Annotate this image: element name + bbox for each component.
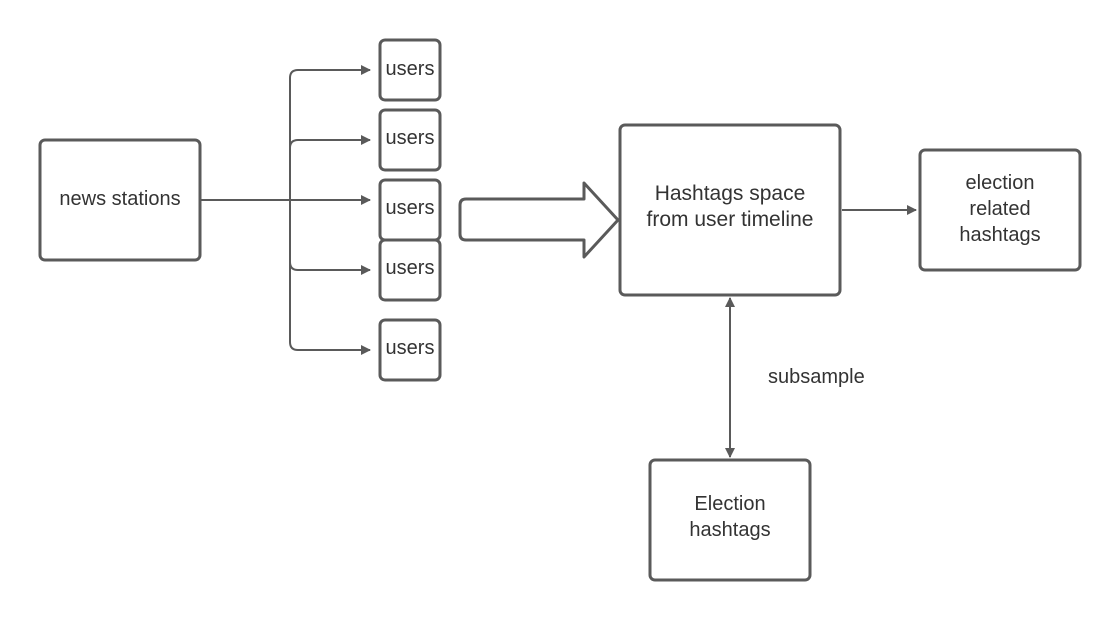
hashtags-space-label-line2: from user timeline: [647, 208, 814, 231]
node-users-3: users: [378, 178, 442, 242]
connector-to-users-2: [289, 135, 371, 200]
connector-to-users-1: [289, 65, 371, 200]
election-related-label-line1: election: [966, 172, 1035, 194]
node-users-4: users: [378, 238, 442, 302]
connector-to-users-4: [289, 200, 371, 275]
election-hashtags-label-line1: Election: [694, 493, 765, 515]
node-users-1: users: [378, 38, 442, 102]
block-arrow: [458, 181, 620, 259]
node-election-related-hashtags: election related hashtags: [918, 148, 1082, 272]
election-hashtags-label-line2: hashtags: [689, 519, 770, 541]
users-4-label: users: [386, 257, 435, 279]
node-users-5: users: [378, 318, 442, 382]
hashtags-space-label-line1: Hashtags space: [655, 182, 806, 205]
node-news-stations: news stations: [38, 138, 202, 262]
users-3-label: users: [386, 197, 435, 219]
election-related-label-line3: hashtags: [959, 224, 1040, 246]
fanout-connectors: [201, 65, 371, 355]
node-hashtags-space: Hashtags space from user timeline: [618, 123, 842, 297]
node-election-hashtags: Election hashtags: [648, 458, 812, 582]
election-related-label-line2: related: [969, 198, 1030, 220]
connector-to-users-5: [289, 200, 371, 355]
users-1-label: users: [386, 58, 435, 80]
news-stations-label: news stations: [59, 188, 180, 210]
users-2-label: users: [386, 127, 435, 149]
node-users-2: users: [378, 108, 442, 172]
subsample-label: subsample: [768, 366, 865, 388]
users-5-label: users: [386, 337, 435, 359]
